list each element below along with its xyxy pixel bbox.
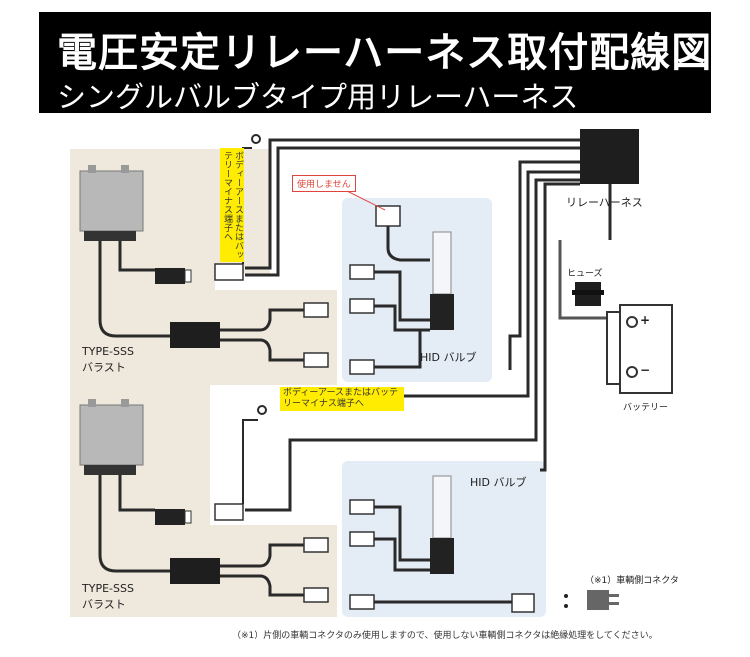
relay-harness-label: リレーハーネス [566, 196, 643, 209]
bulb-panel-top [342, 198, 492, 382]
ballast-unit-top [79, 165, 220, 348]
battery-body [619, 304, 673, 394]
ground-note-top: ボディーアースまたはバッテリーマイナス端子へ [220, 148, 244, 262]
not-used-label: 使用しません [292, 175, 356, 192]
ballast-top-label-1: TYPE-SSS [82, 345, 134, 358]
battery-plus-sign: + [640, 313, 651, 327]
diagram-title: 電圧安定リレーハーネス取付配線図 [57, 30, 713, 76]
fuse-label: ヒューズ [567, 269, 603, 279]
vehicle-connector-icon [564, 590, 619, 610]
hid-bulb-top [430, 231, 454, 330]
footnote: （※1）片側の車輌コネクタのみ使用しますので、使用しない車輌側コネクタは絶縁処理… [232, 631, 658, 641]
ballast-unit-bottom [79, 399, 220, 584]
hid-bulb-bottom-label: HID バルブ [470, 476, 527, 489]
ground-note-bottom: ボディーアースまたはバッテリーマイナス端子へ [280, 387, 404, 411]
relay-harness-box [580, 129, 639, 184]
battery-label: バッテリー [623, 403, 669, 413]
ballast-bottom-label-2: バラスト [82, 598, 126, 611]
battery-minus-sign: − [640, 363, 651, 377]
header-banner: 電圧安定リレーハーネス取付配線図 シングルバルブタイプ用リレーハーネス [39, 12, 713, 114]
hid-bulb-top-label: HID バルブ [420, 351, 477, 364]
diagram-subtitle: シングルバルブタイプ用リレーハーネス [57, 80, 579, 114]
vehicle-connector-label: （※1）車輌側コネクタ [585, 576, 679, 586]
ballast-top-label-2: バラスト [82, 361, 126, 374]
ballast-bottom-label-1: TYPE-SSS [82, 582, 134, 595]
hid-bulb-bottom [430, 475, 454, 574]
